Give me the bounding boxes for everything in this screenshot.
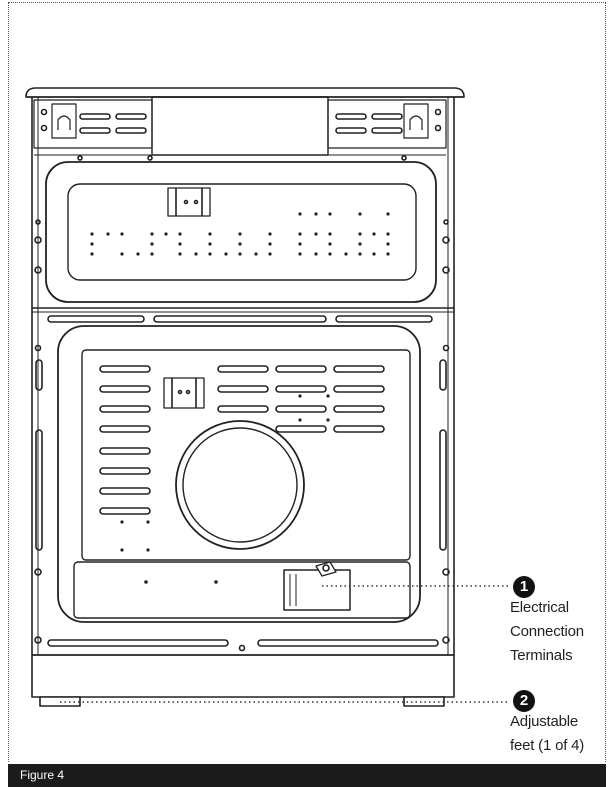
- figure-frame: [8, 2, 606, 762]
- callout-2-label: Adjustable feet (1 of 4): [510, 710, 584, 758]
- callout-2-number: 2: [513, 690, 535, 712]
- hanger-left: [51, 103, 77, 139]
- lower-inner-panel: [81, 349, 411, 561]
- upper-vent-bracket: [167, 187, 211, 217]
- oven-top-cap: [25, 87, 465, 98]
- convection-fan-cover: [175, 420, 305, 550]
- callout-1-line-1: Electrical: [510, 599, 569, 616]
- upper-oven-panel: [45, 161, 437, 303]
- hanger-right: [403, 103, 429, 139]
- callout-1-number: 1: [513, 576, 535, 598]
- terminal-block: [283, 569, 351, 611]
- callout-2-line-1: Adjustable: [510, 713, 579, 730]
- lower-oven-panel: [57, 325, 421, 623]
- lower-compartment: [73, 561, 411, 619]
- caption-bar: Figure 4: [8, 764, 606, 787]
- figure-caption: Figure 4: [20, 768, 65, 782]
- callout-2-line-2: feet (1 of 4): [510, 737, 585, 754]
- lower-vent-bracket: [163, 377, 205, 409]
- callout-1-line-2: Connection: [510, 623, 584, 640]
- oven-base: [31, 654, 455, 698]
- callout-1-line-3: Terminals: [510, 647, 573, 664]
- top-center-cover: [151, 96, 329, 156]
- callout-1-label: Electrical Connection Terminals: [510, 596, 584, 668]
- oven-body: [31, 97, 455, 656]
